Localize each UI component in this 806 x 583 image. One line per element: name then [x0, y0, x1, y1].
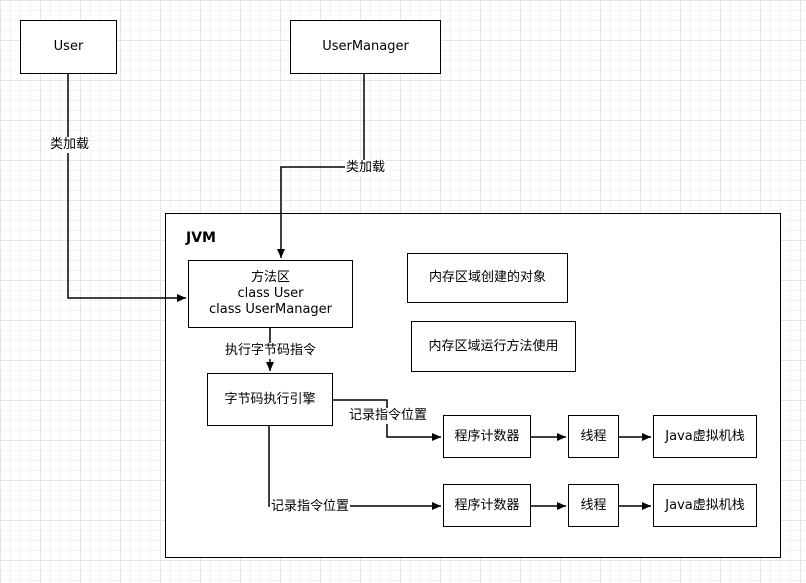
method-area-class-usermanager: class UserManager: [208, 302, 333, 317]
usermanager-class-box: UserManager: [290, 20, 441, 74]
edge-usermanager-to-method-area: [277, 74, 365, 258]
bytecode-engine-box: 字节码执行引擎: [207, 373, 333, 426]
method-area-class-user: class User: [237, 286, 304, 301]
program-counter-box-1: 程序计数器: [443, 415, 531, 458]
stack-methods-box: 内存区域运行方法使用: [411, 321, 576, 372]
jvm-title: JVM: [186, 230, 216, 246]
edge-user-to-method-area: [67, 74, 186, 302]
edge-label-exec-bytecode: 执行字节码指令: [224, 343, 318, 359]
method-area-box: 方法区 class User class UserManager: [188, 260, 353, 328]
heap-objects-box: 内存区域创建的对象: [407, 253, 568, 303]
program-counter-box-2: 程序计数器: [443, 484, 531, 527]
method-area-title: 方法区: [250, 270, 290, 285]
jvm-stack-box-1: Java虚拟机栈: [653, 415, 757, 458]
jvm-stack-box-2: Java虚拟机栈: [653, 484, 757, 527]
edge-label-record-pos-1: 记录指令位置: [348, 408, 429, 424]
edge-label-record-pos-2: 记录指令位置: [270, 499, 351, 515]
edge-engine-to-pc-2: [268, 426, 441, 510]
edge-label-load-user: 类加载: [49, 137, 91, 153]
thread-box-2: 线程: [568, 484, 619, 527]
edge-label-load-usermanager: 类加载: [345, 160, 387, 176]
thread-box-1: 线程: [568, 415, 619, 458]
user-class-box: User: [20, 20, 117, 74]
